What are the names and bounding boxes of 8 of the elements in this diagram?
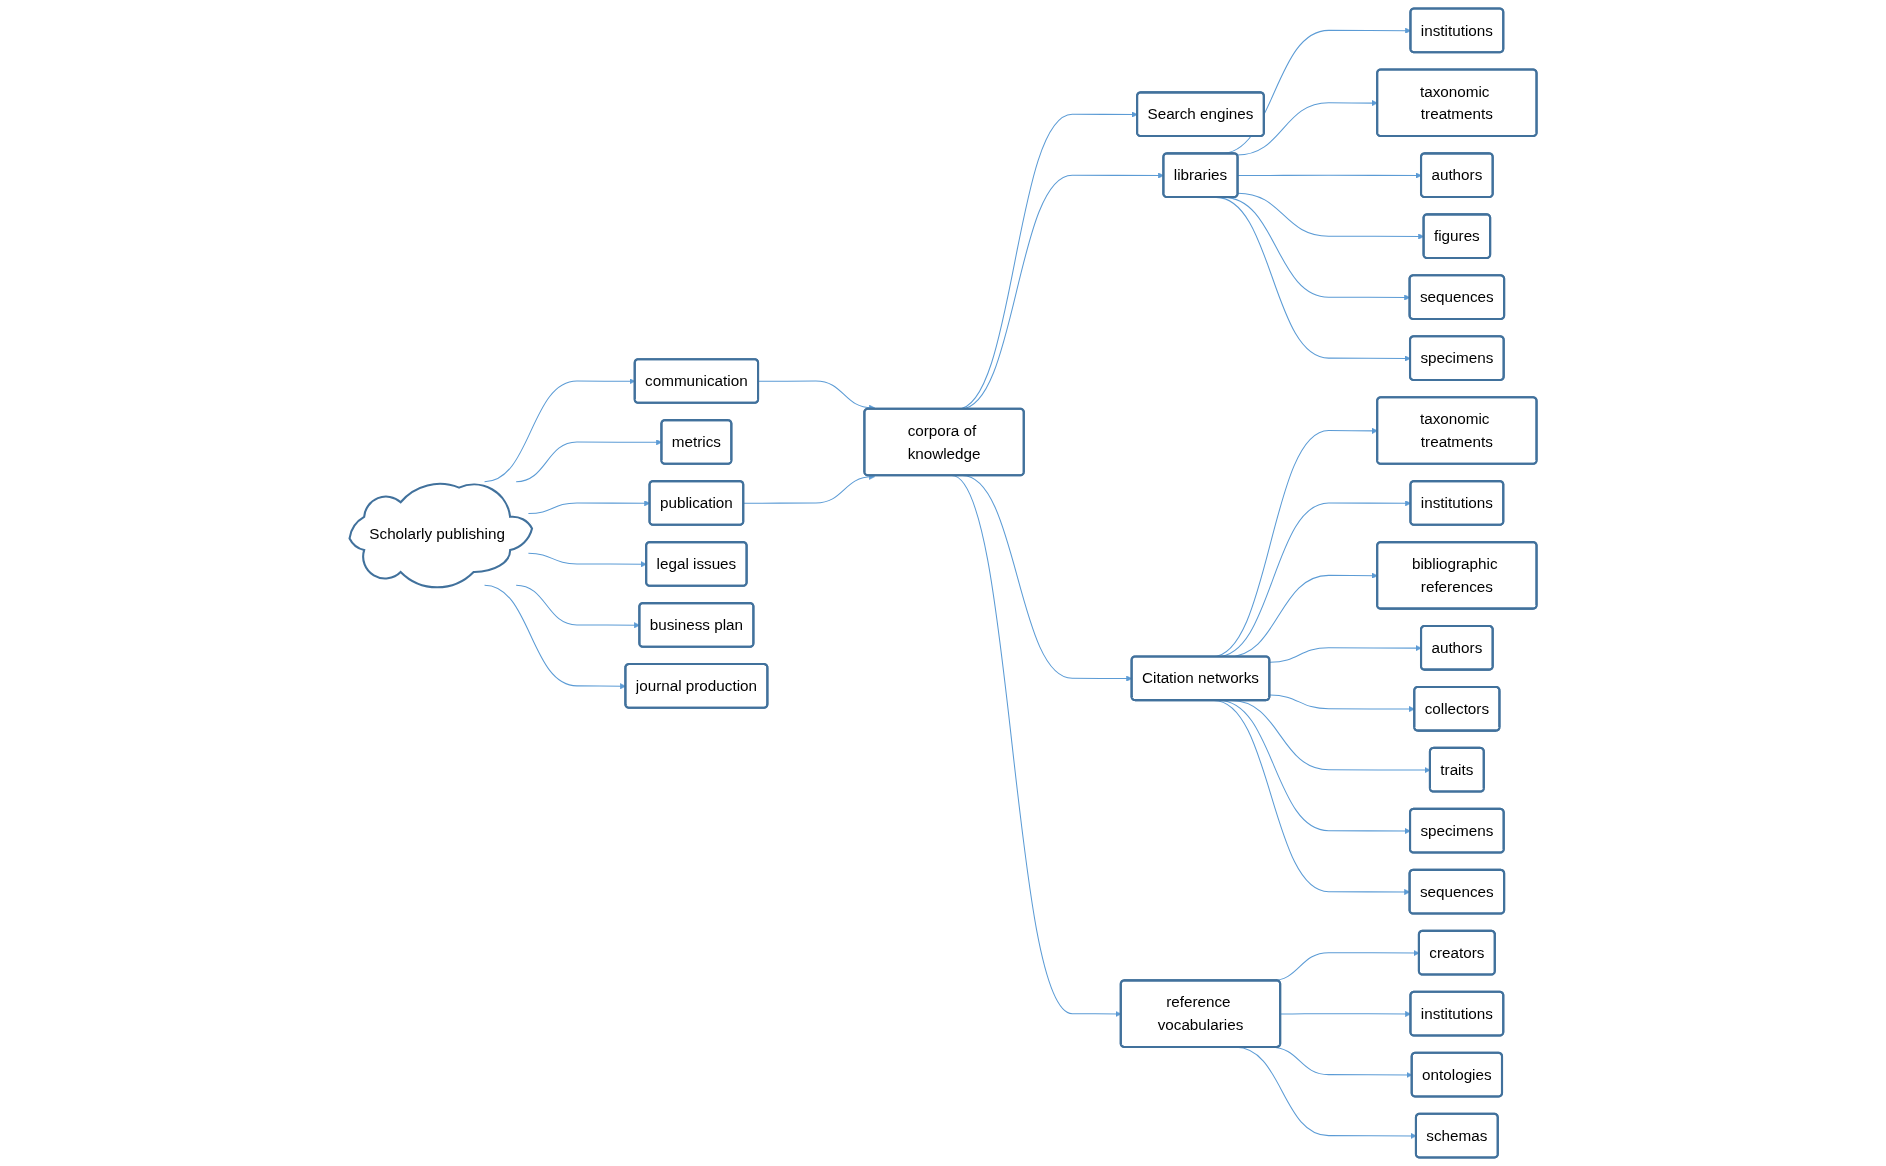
- arrow: [1269, 694, 1415, 713]
- arrow: [743, 473, 875, 504]
- arrow: [515, 584, 640, 629]
- arrow: [1236, 100, 1378, 156]
- arrow: [484, 584, 626, 690]
- arrow: [757, 380, 875, 411]
- arrow: [515, 439, 662, 483]
- arrow: [527, 552, 647, 568]
